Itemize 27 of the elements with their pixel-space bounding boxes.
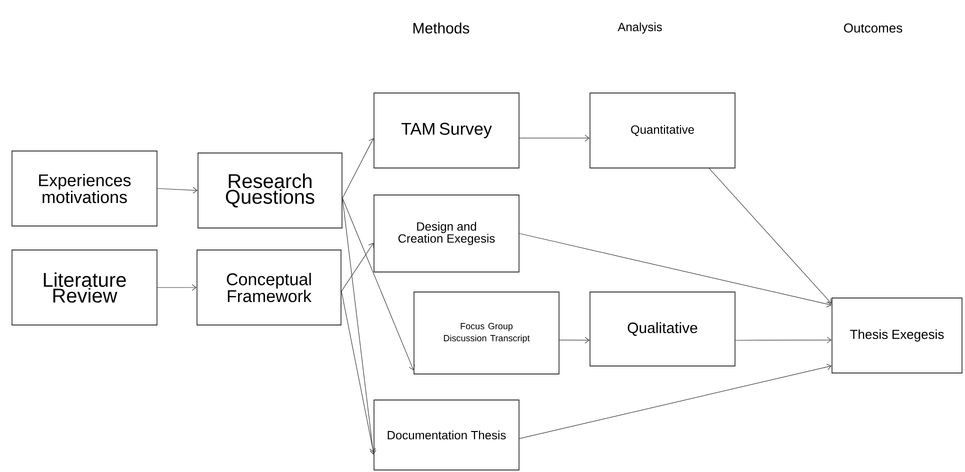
arrow: [519, 364, 832, 439]
process-box: Thesis Exegesis: [832, 298, 962, 374]
column-heading: Methods: [413, 22, 470, 34]
process-box: TAM Survey: [374, 92, 520, 168]
arrow: [708, 168, 832, 304]
column-heading: Outcomes: [844, 23, 902, 33]
process-box: Focus Group Discussion Transcript: [414, 292, 560, 374]
process-box: Documentation Thesis: [374, 400, 520, 470]
process-box: Qualitative: [590, 292, 736, 366]
arrow: [157, 186, 198, 194]
arrow: [341, 291, 376, 453]
process-box: Research Questions: [198, 152, 342, 228]
column-heading: Analysis: [618, 22, 662, 34]
arrow: [519, 134, 590, 142]
arrow: [341, 242, 374, 292]
arrow: [157, 284, 197, 291]
arrow: [342, 198, 376, 455]
arrow: [342, 198, 415, 370]
process-box: Experiences motivations: [12, 150, 158, 226]
arrow: [519, 233, 832, 308]
process-box: Conceptual Framework: [196, 250, 342, 326]
process-box: Quantitative: [590, 92, 736, 168]
arrow: [342, 138, 374, 198]
process-box: Literature Review: [12, 250, 158, 326]
process-box: Design and Creation Exegesis: [374, 194, 520, 272]
arrow: [735, 336, 832, 344]
arrow: [559, 336, 590, 344]
